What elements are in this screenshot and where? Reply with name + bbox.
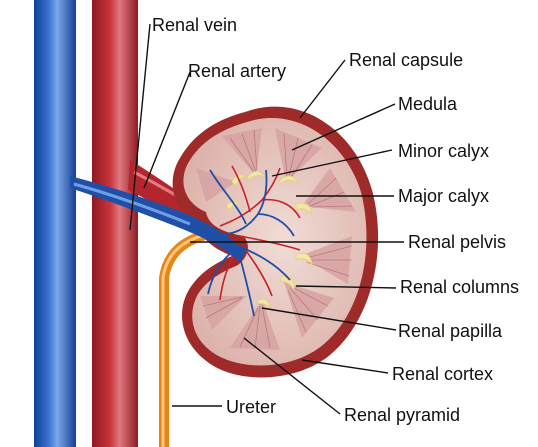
leader-lines (129, 23, 404, 415)
label-minor-calyx: Minor calyx (398, 141, 489, 161)
label-renal-capsule: Renal capsule (349, 50, 463, 70)
label-renal-pyramid: Renal pyramid (344, 405, 460, 425)
renal-vein-vessel (70, 176, 246, 262)
label-ureter: Ureter (226, 397, 276, 417)
label-renal-pelvis: Renal pelvis (408, 232, 506, 252)
label-renal-columns: Renal columns (400, 277, 519, 297)
vena-cava (34, 0, 76, 447)
label-renal-artery: Renal artery (188, 61, 286, 81)
label-renal-cortex: Renal cortex (392, 364, 493, 384)
intrarenal-veins (207, 169, 295, 317)
label-medula: Medula (398, 94, 458, 114)
calyces (225, 171, 313, 310)
label-major-calyx: Major calyx (398, 186, 489, 206)
label-renal-papilla: Renal papilla (398, 321, 503, 341)
label-renal-vein: Renal vein (152, 15, 237, 35)
